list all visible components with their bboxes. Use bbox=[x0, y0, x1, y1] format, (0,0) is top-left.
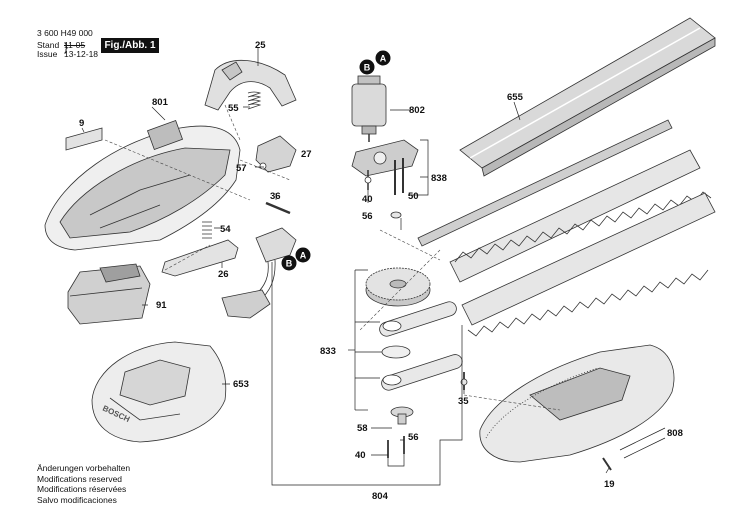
stand-value: 11-05 bbox=[64, 40, 86, 50]
housing-half-801 bbox=[44, 119, 241, 251]
callout-804: 804 bbox=[372, 491, 389, 502]
spring-54 bbox=[202, 221, 212, 239]
callout-9: 9 bbox=[79, 118, 84, 129]
label-plate-9 bbox=[65, 127, 103, 151]
callout-838: 838 bbox=[431, 173, 447, 184]
switch-wiring bbox=[221, 227, 297, 319]
issue-label: Issue bbox=[37, 49, 58, 59]
marker-a-motor: A bbox=[375, 50, 391, 66]
marker-b-motor: B bbox=[359, 59, 375, 75]
cutter-blade-upper bbox=[449, 149, 712, 283]
callout-58: 58 bbox=[357, 423, 368, 434]
callout-25: 25 bbox=[255, 40, 266, 51]
callout-56-lower: 56 bbox=[408, 432, 419, 443]
battery-91 bbox=[67, 263, 151, 325]
screw-35 bbox=[460, 372, 468, 390]
pin-36 bbox=[265, 201, 291, 215]
screw-40 bbox=[364, 170, 372, 190]
motor-802 bbox=[351, 75, 387, 142]
callout-19: 19 bbox=[604, 479, 615, 490]
callout-40-lower: 40 bbox=[355, 450, 366, 461]
gear-plate-838 bbox=[351, 139, 419, 195]
marker-b-switch: B bbox=[281, 255, 297, 271]
washer-56-upper bbox=[390, 211, 402, 219]
eccentric-lower bbox=[381, 354, 463, 391]
housing-808 bbox=[479, 344, 675, 463]
legal-notes: Änderungen vorbehalten Modifications res… bbox=[37, 463, 130, 505]
charger-653 bbox=[91, 341, 227, 443]
callout-91: 91 bbox=[156, 300, 167, 311]
gear-wheel bbox=[365, 267, 431, 307]
note-line: Modifications réservées bbox=[37, 484, 127, 494]
marker-a-motor-label: A bbox=[380, 54, 387, 64]
figure-badge: Fig./Abb. 1 bbox=[101, 38, 159, 53]
stand-label: Stand bbox=[37, 40, 60, 50]
callout-833: 833 bbox=[320, 346, 336, 357]
disc-833 bbox=[381, 345, 411, 359]
pins-804 bbox=[387, 436, 405, 458]
callout-35: 35 bbox=[458, 396, 469, 407]
callout-54: 54 bbox=[220, 224, 231, 235]
callout-40: 40 bbox=[362, 194, 373, 205]
callout-808: 808 bbox=[667, 428, 683, 439]
callout-27: 27 bbox=[301, 149, 312, 160]
handle-cap-25 bbox=[204, 59, 297, 111]
brace: } bbox=[64, 40, 69, 54]
callout-26: 26 bbox=[218, 269, 229, 280]
note-line: Modifications reserved bbox=[37, 473, 123, 484]
bearing-58 bbox=[390, 406, 414, 425]
callout-55: 55 bbox=[228, 103, 239, 114]
marker-b-switch-label: B bbox=[286, 259, 293, 269]
blade-guard-655 bbox=[459, 17, 716, 177]
cutter-blade-lower bbox=[461, 192, 716, 337]
doc-number: 3 600 H49 000 bbox=[37, 28, 93, 38]
note-line: Änderungen vorbehalten bbox=[37, 463, 131, 473]
spring-55 bbox=[247, 91, 262, 110]
callout-57: 57 bbox=[236, 163, 247, 174]
marker-b-motor-label: B bbox=[364, 63, 371, 73]
eccentric-upper bbox=[379, 301, 457, 337]
switch-lever-27 bbox=[255, 135, 297, 173]
callout-36: 36 bbox=[270, 191, 281, 202]
screw-19 bbox=[602, 457, 612, 471]
note-line: Salvo modificaciones bbox=[37, 494, 117, 505]
marker-a-switch: A bbox=[295, 247, 311, 263]
callout-801: 801 bbox=[152, 97, 169, 108]
callout-655: 655 bbox=[507, 92, 524, 103]
issue-value: 13-12-18 bbox=[64, 49, 99, 59]
callout-50: 50 bbox=[408, 191, 419, 202]
callout-802: 802 bbox=[409, 105, 425, 116]
callout-653: 653 bbox=[233, 379, 249, 390]
blade-rail bbox=[417, 119, 673, 247]
marker-a-switch-label: A bbox=[300, 251, 307, 261]
trigger-26 bbox=[161, 239, 239, 277]
callout-56-upper: 56 bbox=[362, 211, 373, 222]
